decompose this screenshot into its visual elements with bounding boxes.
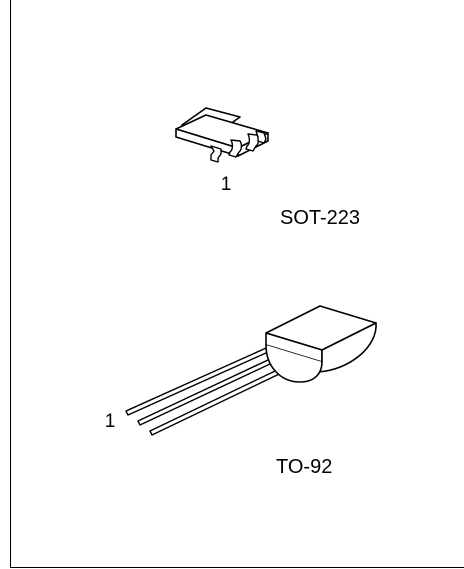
sot223-pin1-label: 1 [221,174,232,195]
sot223-lead-2 [228,139,243,158]
to92-package-name: TO-92 [276,456,332,478]
to92-lead-2 [137,351,288,426]
to92-body-front-curve [265,344,323,383]
sot223-lead-4 [255,130,267,144]
to92-pin1-label: 1 [105,411,116,432]
to92-lead-1 [125,343,278,416]
sot223-lead-1 [210,145,222,163]
sot223-package-name: SOT-223 [280,207,360,229]
sot223-package: 1 SOT-223 [175,107,360,229]
to92-package: 1 TO-92 [105,305,377,478]
